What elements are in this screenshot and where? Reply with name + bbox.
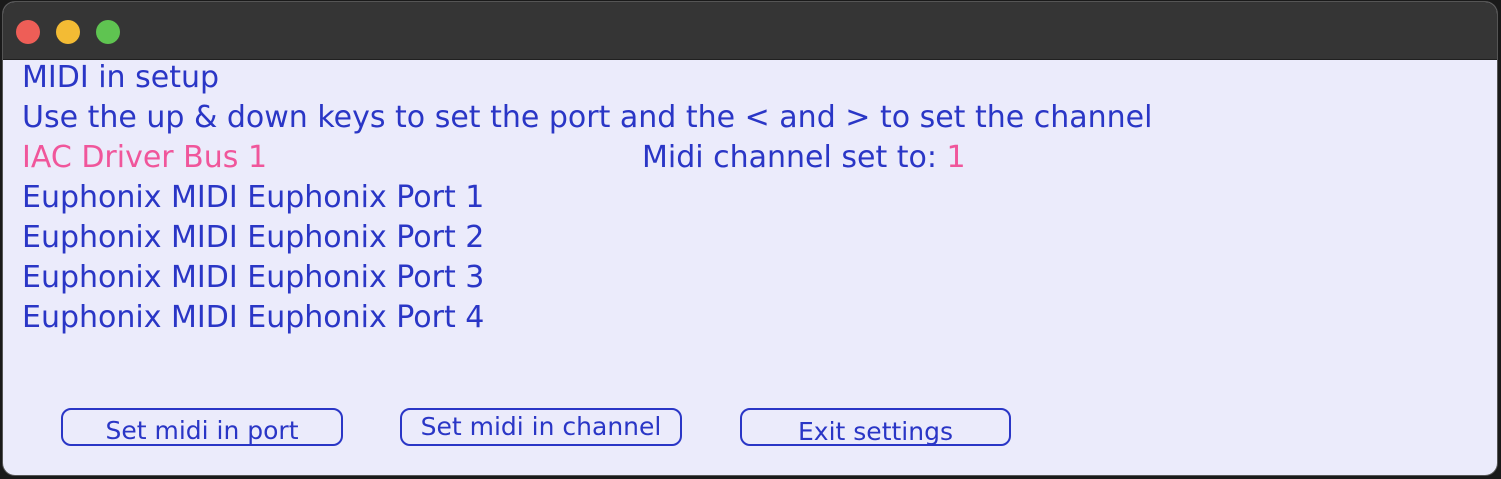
page-title: MIDI in setup [22, 60, 220, 95]
app-window: MIDI in setup Use the up & down keys to … [3, 2, 1497, 475]
set-midi-in-channel-button[interactable]: Set midi in channel [400, 408, 682, 446]
port-list-item[interactable]: Euphonix MIDI Euphonix Port 4 [22, 300, 485, 335]
minimize-icon[interactable] [56, 20, 80, 44]
instructions-text: Use the up & down keys to set the port a… [22, 100, 1153, 135]
port-list-item[interactable]: Euphonix MIDI Euphonix Port 1 [22, 180, 485, 215]
midi-setup-panel: MIDI in setup Use the up & down keys to … [3, 60, 1497, 475]
channel-readout: Midi channel set to: 1 [642, 140, 966, 176]
set-midi-in-port-button[interactable]: Set midi in port [61, 408, 343, 446]
close-icon[interactable] [16, 20, 40, 44]
selected-port[interactable]: IAC Driver Bus 1 [22, 140, 268, 175]
title-bar[interactable] [3, 2, 1497, 60]
zoom-icon[interactable] [96, 20, 120, 44]
exit-settings-button[interactable]: Exit settings [740, 408, 1011, 446]
port-list-item[interactable]: Euphonix MIDI Euphonix Port 3 [22, 260, 485, 295]
channel-label: Midi channel set to: [642, 140, 947, 175]
channel-value: 1 [946, 140, 966, 175]
port-list-item[interactable]: Euphonix MIDI Euphonix Port 2 [22, 220, 485, 255]
